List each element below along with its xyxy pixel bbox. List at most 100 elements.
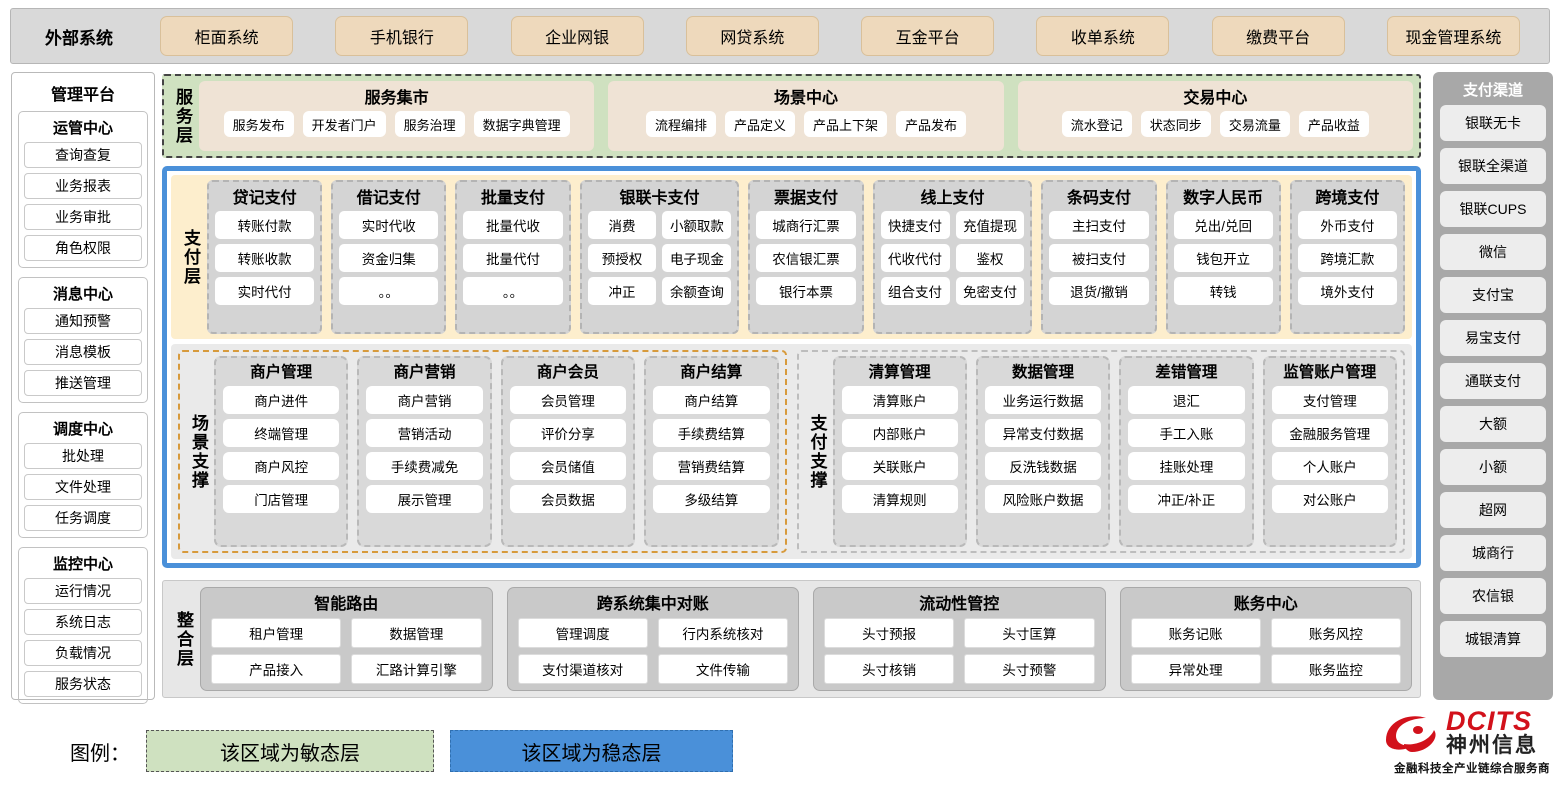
- payment-support-item[interactable]: 挂账处理: [1128, 452, 1245, 480]
- scene-support-item[interactable]: 会员管理: [509, 386, 627, 414]
- integration-item[interactable]: 账务风控: [1270, 618, 1401, 648]
- payment-item[interactable]: 批量代付: [463, 244, 563, 272]
- service-item[interactable]: 服务发布: [223, 111, 294, 137]
- payment-channel-item[interactable]: 大额: [1440, 406, 1546, 442]
- payment-channel-item[interactable]: 支付宝: [1440, 277, 1546, 313]
- integration-item[interactable]: 产品接入: [211, 654, 342, 684]
- service-item[interactable]: 流水登记: [1061, 111, 1132, 137]
- payment-item[interactable]: 代收代付: [880, 244, 950, 272]
- scene-support-item[interactable]: 营销费结算: [653, 452, 770, 480]
- scene-support-item[interactable]: 商户营销: [366, 386, 483, 414]
- service-item[interactable]: 开发者门户: [302, 111, 386, 137]
- payment-channel-item[interactable]: 超网: [1440, 492, 1546, 528]
- payment-channel-item[interactable]: 通联支付: [1440, 363, 1546, 399]
- scene-support-item[interactable]: 营销活动: [366, 419, 483, 447]
- service-item[interactable]: 流程编排: [645, 111, 716, 137]
- payment-item[interactable]: 快捷支付: [880, 211, 950, 239]
- payment-item[interactable]: 兑出/兑回: [1173, 211, 1273, 239]
- payment-item[interactable]: 电子现金: [662, 244, 732, 272]
- management-item[interactable]: 任务调度: [24, 505, 142, 531]
- payment-item[interactable]: 被扫支付: [1049, 244, 1149, 272]
- integration-item[interactable]: 头寸预警: [964, 654, 1095, 684]
- integration-item[interactable]: 账务记账: [1130, 618, 1261, 648]
- payment-item[interactable]: 充值提现: [955, 211, 1025, 239]
- payment-item[interactable]: 转账付款: [215, 211, 315, 239]
- scene-support-item[interactable]: 会员数据: [509, 485, 627, 513]
- service-item[interactable]: 产品发布: [896, 111, 967, 137]
- payment-item[interactable]: 退货/撤销: [1049, 277, 1149, 305]
- integration-item[interactable]: 租户管理: [211, 618, 342, 648]
- payment-support-item[interactable]: 业务运行数据: [984, 386, 1102, 414]
- scene-support-item[interactable]: 商户进件: [223, 386, 340, 414]
- integration-item[interactable]: 异常处理: [1130, 654, 1261, 684]
- payment-support-item[interactable]: 金融服务管理: [1271, 419, 1388, 447]
- payment-item[interactable]: 组合支付: [880, 277, 950, 305]
- scene-support-item[interactable]: 终端管理: [223, 419, 340, 447]
- payment-item[interactable]: 农信银汇票: [756, 244, 856, 272]
- payment-item[interactable]: 。。: [339, 277, 439, 305]
- management-item[interactable]: 查询查复: [24, 142, 142, 168]
- external-system-chip[interactable]: 互金平台: [861, 16, 995, 56]
- payment-channel-item[interactable]: 易宝支付: [1440, 320, 1546, 356]
- payment-item[interactable]: 外币支付: [1297, 211, 1397, 239]
- payment-channel-item[interactable]: 城银清算: [1440, 621, 1546, 657]
- payment-item[interactable]: 批量代收: [463, 211, 563, 239]
- payment-support-item[interactable]: 退汇: [1128, 386, 1245, 414]
- payment-item[interactable]: 实时代付: [215, 277, 315, 305]
- service-item[interactable]: 状态同步: [1140, 111, 1211, 137]
- integration-item[interactable]: 汇路计算引擎: [351, 654, 482, 684]
- payment-channel-item[interactable]: 微信: [1440, 234, 1546, 270]
- payment-support-item[interactable]: 内部账户: [841, 419, 958, 447]
- integration-item[interactable]: 账务监控: [1270, 654, 1401, 684]
- payment-support-item[interactable]: 反洗钱数据: [984, 452, 1102, 480]
- payment-item[interactable]: 钱包开立: [1173, 244, 1273, 272]
- payment-support-item[interactable]: 个人账户: [1271, 452, 1388, 480]
- management-item[interactable]: 推送管理: [24, 370, 142, 396]
- integration-item[interactable]: 管理调度: [517, 618, 648, 648]
- management-item[interactable]: 批处理: [24, 443, 142, 469]
- scene-support-item[interactable]: 展示管理: [366, 485, 483, 513]
- service-item[interactable]: 服务治理: [394, 111, 465, 137]
- payment-item[interactable]: 跨境汇款: [1297, 244, 1397, 272]
- payment-support-item[interactable]: 手工入账: [1128, 419, 1245, 447]
- payment-item[interactable]: 主扫支付: [1049, 211, 1149, 239]
- payment-channel-item[interactable]: 农信银: [1440, 578, 1546, 614]
- payment-channel-item[interactable]: 银联无卡: [1440, 105, 1546, 141]
- payment-item[interactable]: 转账收款: [215, 244, 315, 272]
- service-item[interactable]: 产品上下架: [803, 111, 887, 137]
- management-item[interactable]: 系统日志: [24, 609, 142, 635]
- payment-support-item[interactable]: 关联账户: [841, 452, 958, 480]
- payment-support-item[interactable]: 异常支付数据: [984, 419, 1102, 447]
- payment-channel-item[interactable]: 银联CUPS: [1440, 191, 1546, 227]
- scene-support-item[interactable]: 手续费减免: [366, 452, 483, 480]
- integration-item[interactable]: 头寸匡算: [964, 618, 1095, 648]
- scene-support-item[interactable]: 多级结算: [653, 485, 770, 513]
- payment-item[interactable]: 转钱: [1173, 277, 1273, 305]
- payment-support-item[interactable]: 对公账户: [1271, 485, 1388, 513]
- external-system-chip[interactable]: 网贷系统: [685, 16, 819, 56]
- payment-item[interactable]: 小额取款: [662, 211, 732, 239]
- management-item[interactable]: 消息模板: [24, 339, 142, 365]
- external-system-chip[interactable]: 缴费平台: [1211, 16, 1345, 56]
- payment-support-item[interactable]: 清算账户: [841, 386, 958, 414]
- payment-support-item[interactable]: 支付管理: [1271, 386, 1388, 414]
- management-item[interactable]: 业务报表: [24, 173, 142, 199]
- external-system-chip[interactable]: 收单系统: [1036, 16, 1170, 56]
- payment-item[interactable]: 余额查询: [662, 277, 732, 305]
- scene-support-item[interactable]: 商户结算: [653, 386, 770, 414]
- management-item[interactable]: 业务审批: [24, 204, 142, 230]
- payment-item[interactable]: 消费: [587, 211, 657, 239]
- service-item[interactable]: 产品定义: [724, 111, 795, 137]
- external-system-chip[interactable]: 现金管理系统: [1386, 16, 1520, 56]
- management-item[interactable]: 负载情况: [24, 640, 142, 666]
- payment-item[interactable]: 预授权: [587, 244, 657, 272]
- service-item[interactable]: 交易流量: [1219, 111, 1290, 137]
- management-item[interactable]: 运行情况: [24, 578, 142, 604]
- payment-support-item[interactable]: 清算规则: [841, 485, 958, 513]
- integration-item[interactable]: 头寸预报: [824, 618, 955, 648]
- payment-support-item[interactable]: 冲正/补正: [1128, 485, 1245, 513]
- payment-item[interactable]: 资金归集: [339, 244, 439, 272]
- integration-item[interactable]: 头寸核销: [824, 654, 955, 684]
- payment-item[interactable]: 城商行汇票: [756, 211, 856, 239]
- external-system-chip[interactable]: 企业网银: [510, 16, 644, 56]
